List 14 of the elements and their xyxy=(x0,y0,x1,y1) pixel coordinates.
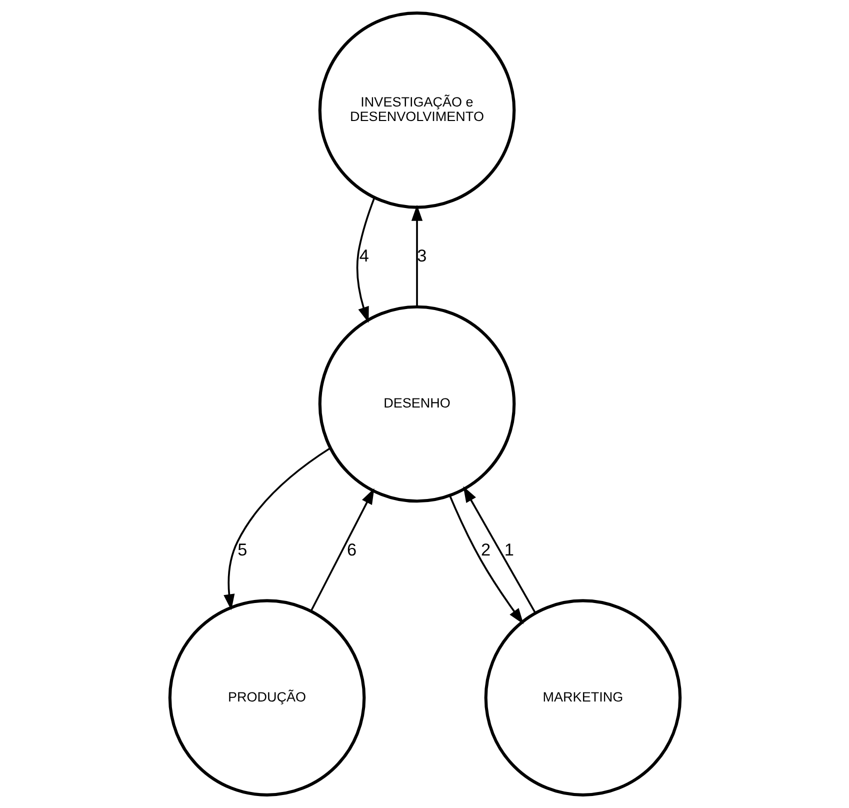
edge-label: 1 xyxy=(504,539,514,560)
arrow xyxy=(356,198,375,323)
node-circle: PRODUÇÃO xyxy=(168,599,366,796)
arrow xyxy=(410,204,422,307)
node-circle: MARKETING xyxy=(484,599,682,796)
node-circle: INVESTIGAÇÃO e DESENVOLVIMENTO xyxy=(318,12,516,209)
edge-label: 4 xyxy=(358,246,368,266)
edge-label: 6 xyxy=(346,539,356,560)
arrow xyxy=(310,488,374,612)
edge-label: 5 xyxy=(237,539,247,560)
arrow xyxy=(462,486,536,614)
arrow xyxy=(223,447,330,610)
edge-label: 2 xyxy=(480,539,490,560)
arrow xyxy=(448,495,524,624)
